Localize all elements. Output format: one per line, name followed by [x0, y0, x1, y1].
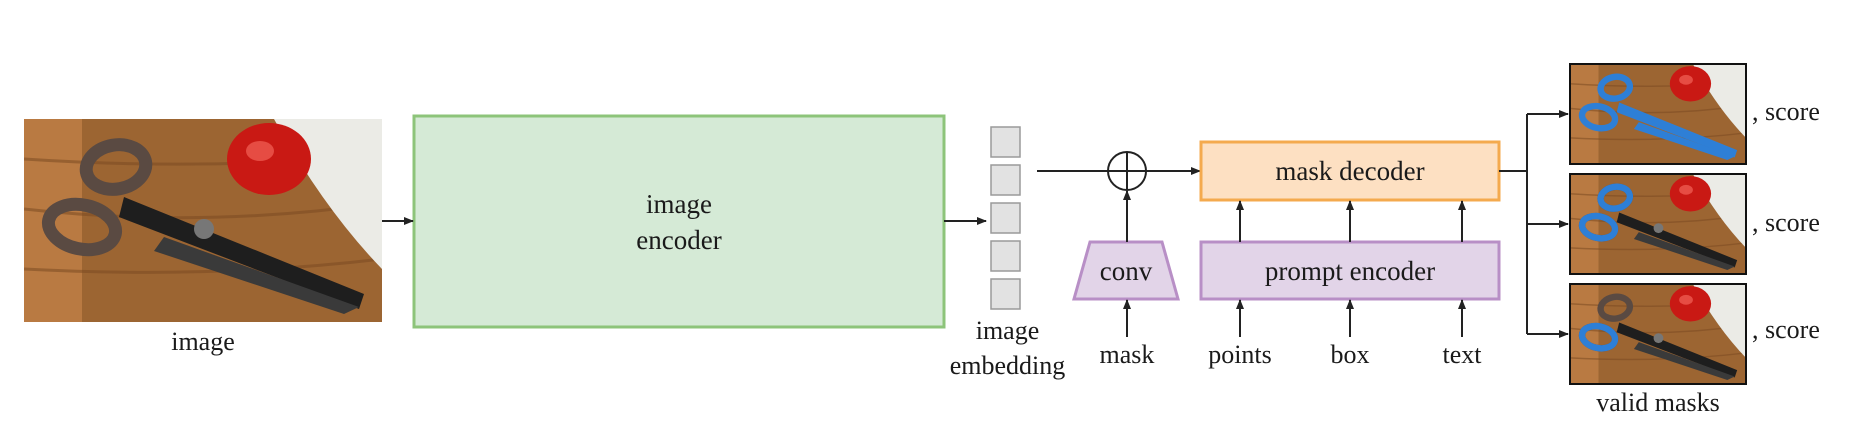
embedding-cell: [990, 202, 1021, 234]
embedding-cell: [990, 278, 1021, 310]
sum-node-icon: [1107, 151, 1147, 191]
embedding-cell: [990, 126, 1021, 158]
prompt-encoder-box: [1199, 240, 1501, 301]
text-input-label: text: [1442, 340, 1482, 369]
input-image-photo: [24, 119, 382, 322]
mask-decoder-label: mask decoder: [1275, 156, 1425, 186]
points-input-label: points: [1208, 340, 1272, 369]
box-input-label: box: [1330, 340, 1370, 369]
output-mask-3: [1569, 283, 1747, 385]
embedding-cell: [990, 164, 1021, 196]
decoder-output-arrows: [1499, 110, 1569, 338]
conv-label: conv: [1099, 255, 1153, 286]
embedding-cell: [990, 240, 1021, 272]
mask-decoder-box: [1199, 140, 1501, 202]
output-score-1: , score: [1752, 97, 1820, 126]
image-encoder-label: image encoder: [414, 116, 944, 327]
output-score-3: , score: [1752, 315, 1820, 344]
image-embedding-label-line2: embedding: [949, 351, 1066, 380]
image-embedding-stack: [990, 126, 1021, 310]
mask-input-label: mask: [1099, 340, 1155, 369]
image-encoder-label-line2: encoder: [636, 224, 722, 255]
output-mask-1: [1569, 63, 1747, 165]
valid-masks-label: valid masks: [1596, 388, 1720, 417]
output-mask-2: [1569, 173, 1747, 275]
output-score-2: , score: [1752, 208, 1820, 237]
input-image-label: image: [171, 327, 235, 356]
conv-block: [1072, 240, 1180, 301]
image-encoder-box: [412, 114, 946, 329]
image-encoder-label-line1: image: [646, 188, 712, 219]
prompt-encoder-label: prompt encoder: [1264, 255, 1436, 286]
image-embedding-label-line1: image: [975, 316, 1040, 345]
